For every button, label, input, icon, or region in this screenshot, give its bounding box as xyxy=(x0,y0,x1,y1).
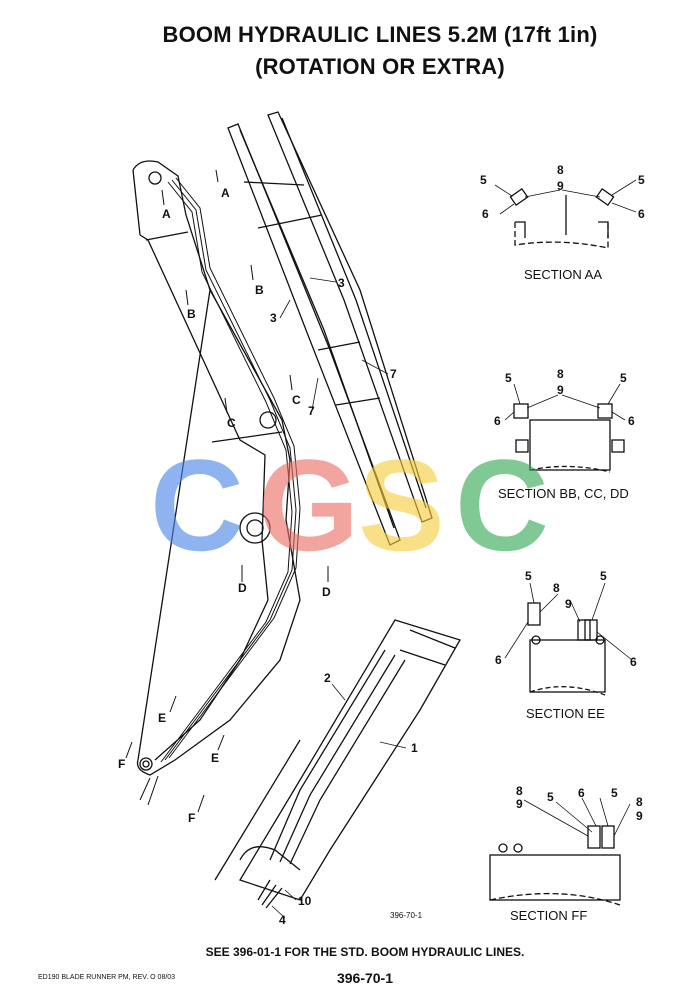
watermark-letter-1: C xyxy=(150,432,244,578)
ee-callout-9: 9 xyxy=(565,597,572,611)
section-ff-drawing xyxy=(489,797,631,906)
page-title: BOOM HYDRAULIC LINES 5.2M (17ft 1in) xyxy=(162,22,598,47)
callout-3-upper: 3 xyxy=(338,276,345,290)
boom-hydraulic-lines xyxy=(139,177,301,806)
aa-callout-6-left: 6 xyxy=(482,207,489,221)
aa-callout-9: 9 xyxy=(557,179,564,193)
callout-2: 2 xyxy=(324,671,331,685)
marker-a-top: A xyxy=(221,186,230,200)
marker-b-right: B xyxy=(255,283,264,297)
marker-f-left: F xyxy=(118,757,125,771)
marker-b-left: B xyxy=(187,307,196,321)
callout-3-lower: 3 xyxy=(270,311,277,325)
section-aa-label: SECTION AA xyxy=(524,267,602,282)
section-aa-drawing xyxy=(494,179,637,249)
aa-callout-8: 8 xyxy=(557,163,564,177)
bb-callout-9: 9 xyxy=(557,383,564,397)
callout-4: 4 xyxy=(279,913,286,927)
callout-10: 10 xyxy=(298,894,312,908)
ff-callout-6: 6 xyxy=(578,786,585,800)
marker-a-left: A xyxy=(162,207,171,221)
bb-callout-5-right: 5 xyxy=(620,371,627,385)
bb-callout-6-right: 6 xyxy=(628,414,635,428)
boom-outline xyxy=(132,160,301,776)
marker-c-right: C xyxy=(292,393,301,407)
ff-callout-9-right: 9 xyxy=(636,809,643,823)
marker-d-left: D xyxy=(238,581,247,595)
callout-1: 1 xyxy=(411,741,418,755)
ee-callout-6-left: 6 xyxy=(495,653,502,667)
page-subtitle: (ROTATION OR EXTRA) xyxy=(255,54,505,79)
callout-7-right: 7 xyxy=(390,367,397,381)
aa-callout-5-right: 5 xyxy=(638,173,645,187)
arm-lines-upper xyxy=(227,111,433,546)
ff-callout-5-left: 5 xyxy=(547,790,554,804)
watermark-letter-2: G xyxy=(258,432,360,578)
callout-labels: 3 3 7 7 2 1 10 4 5 6 8 9 5 6 5 8 9 5 6 6… xyxy=(270,163,645,927)
marker-d-right: D xyxy=(322,585,331,599)
ee-callout-8: 8 xyxy=(553,581,560,595)
ee-callout-5-left: 5 xyxy=(525,569,532,583)
section-ee-label: SECTION EE xyxy=(526,706,605,721)
aa-callout-5-left: 5 xyxy=(480,173,487,187)
marker-f-right: F xyxy=(188,811,195,825)
leader-lines xyxy=(271,277,407,919)
ff-callout-8-right: 8 xyxy=(636,795,643,809)
ff-callout-8-left: 8 xyxy=(516,784,523,798)
ee-callout-6-right: 6 xyxy=(630,655,637,669)
footer-note: SEE 396-01-1 FOR THE STD. BOOM HYDRAULIC… xyxy=(205,945,525,959)
marker-c-left: C xyxy=(227,416,236,430)
manual-revision: ED190 BLADE RUNNER PM, REV. O 08/03 xyxy=(38,974,176,981)
ee-callout-5-right: 5 xyxy=(600,569,607,583)
ff-callout-9-left: 9 xyxy=(516,797,523,811)
page-number: 396-70-1 xyxy=(336,970,394,986)
section-bb-label: SECTION BB, CC, DD xyxy=(498,486,629,501)
callout-7-left: 7 xyxy=(308,404,315,418)
lower-detail xyxy=(214,619,461,909)
marker-e-left: E xyxy=(158,711,166,725)
ff-callout-5-right: 5 xyxy=(611,786,618,800)
cut-marker-labels: A A B B C C D D E E F F xyxy=(118,186,331,825)
aa-callout-6-right: 6 xyxy=(638,207,645,221)
marker-e-right: E xyxy=(211,751,219,765)
section-ee-drawing xyxy=(504,582,633,696)
bb-callout-6-left: 6 xyxy=(494,414,501,428)
section-bb-drawing xyxy=(504,383,626,473)
bb-callout-5-left: 5 xyxy=(505,371,512,385)
watermark-letter-4: C xyxy=(455,432,549,578)
bb-callout-8: 8 xyxy=(557,367,564,381)
figure-reference: 396-70-1 xyxy=(390,911,423,920)
cut-marker-arrows xyxy=(125,169,329,813)
section-ff-label: SECTION FF xyxy=(510,908,587,923)
watermark-letter-3: S xyxy=(358,432,445,578)
